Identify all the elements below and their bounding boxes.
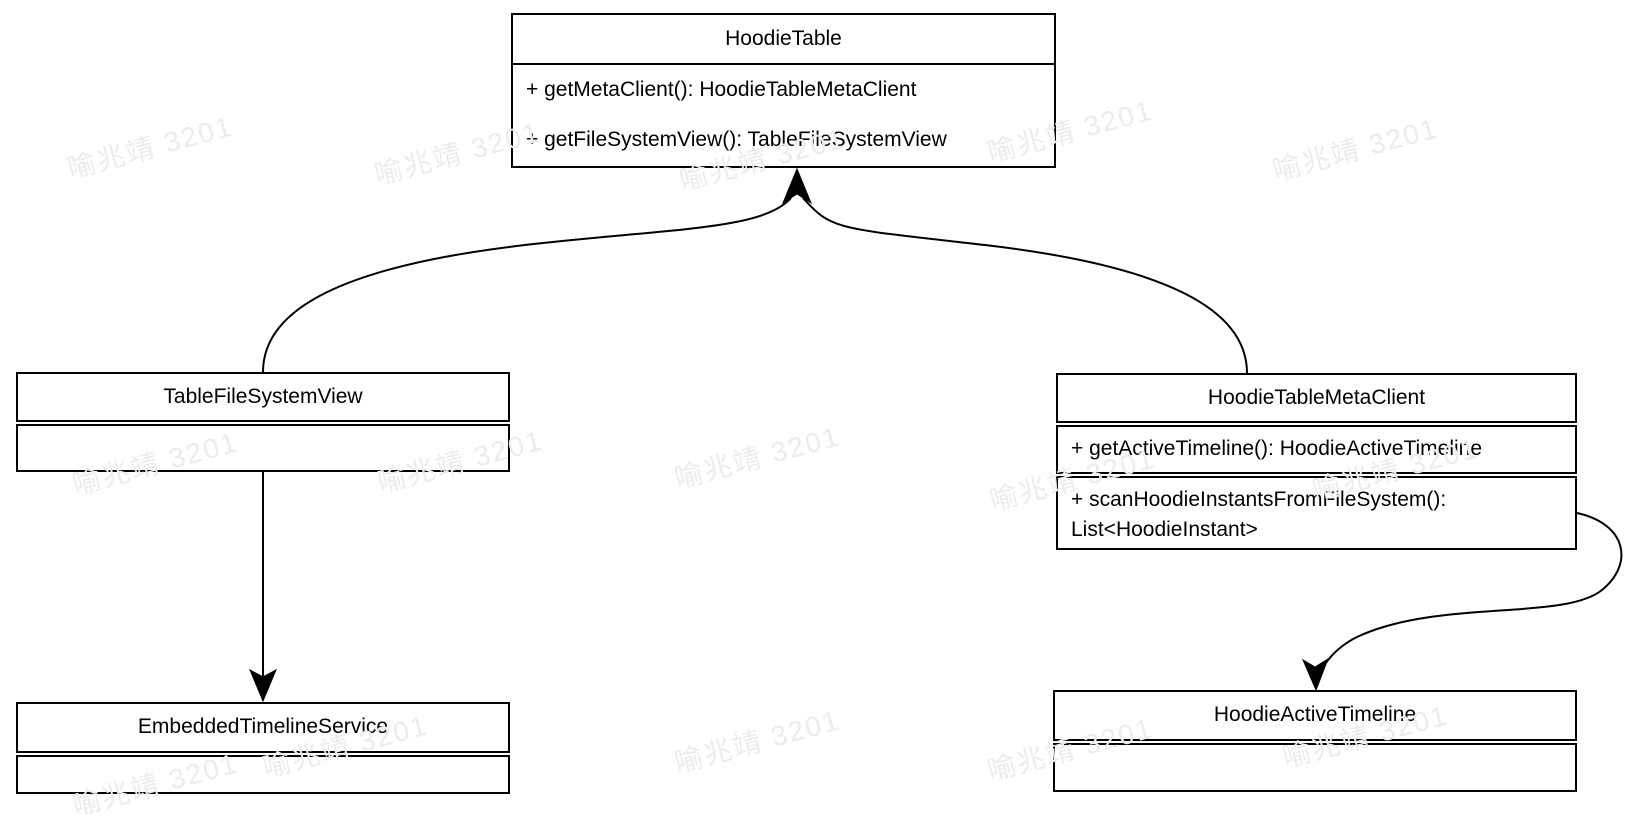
class-box-tablefilesystemview: TableFileSystemView	[16, 372, 510, 472]
method-label: + getMetaClient(): HoodieTableMetaClient	[526, 78, 917, 101]
class-title: TableFileSystemView	[16, 372, 510, 422]
empty-compartment	[16, 424, 510, 472]
method-label: + scanHoodieInstantsFromFileSystem(): Li…	[1056, 476, 1577, 550]
class-title: EmbeddedTimelineService	[16, 702, 510, 753]
class-title: HoodieTable	[513, 15, 1054, 65]
arrowhead-to-hoodieactivetimeline	[1301, 657, 1330, 692]
arrowhead-to-hoodietable	[781, 167, 813, 205]
empty-compartment	[16, 755, 510, 794]
class-box-embeddedtimelineservice: EmbeddedTimelineService	[16, 702, 510, 794]
method-label: + getActiveTimeline(): HoodieActiveTimel…	[1056, 425, 1577, 474]
empty-compartment	[1053, 743, 1577, 792]
inheritance-edge-from-tablefilesystemview	[262, 197, 792, 373]
class-title: HoodieActiveTimeline	[1053, 690, 1577, 741]
method-label: + getFileSystemView(): TableFileSystemVi…	[526, 128, 947, 151]
class-box-hoodietablemetaclient: HoodieTableMetaClient + getActiveTimelin…	[1056, 373, 1577, 550]
arrowhead-to-embeddedtimelineservice	[248, 668, 278, 703]
watermark-text: 喻兆靖 3201	[671, 420, 844, 495]
class-box-hoodietable: HoodieTable + getMetaClient(): HoodieTab…	[511, 13, 1056, 168]
inheritance-edge-from-hoodietablemetaclient	[802, 197, 1248, 374]
watermark-text: 喻兆靖 3201	[64, 110, 237, 185]
class-box-hoodieactivetimeline: HoodieActiveTimeline	[1053, 690, 1577, 792]
class-title: HoodieTableMetaClient	[1056, 373, 1577, 423]
watermark-text: 喻兆靖 3201	[671, 704, 844, 779]
watermark-text: 喻兆靖 3201	[1269, 112, 1442, 187]
